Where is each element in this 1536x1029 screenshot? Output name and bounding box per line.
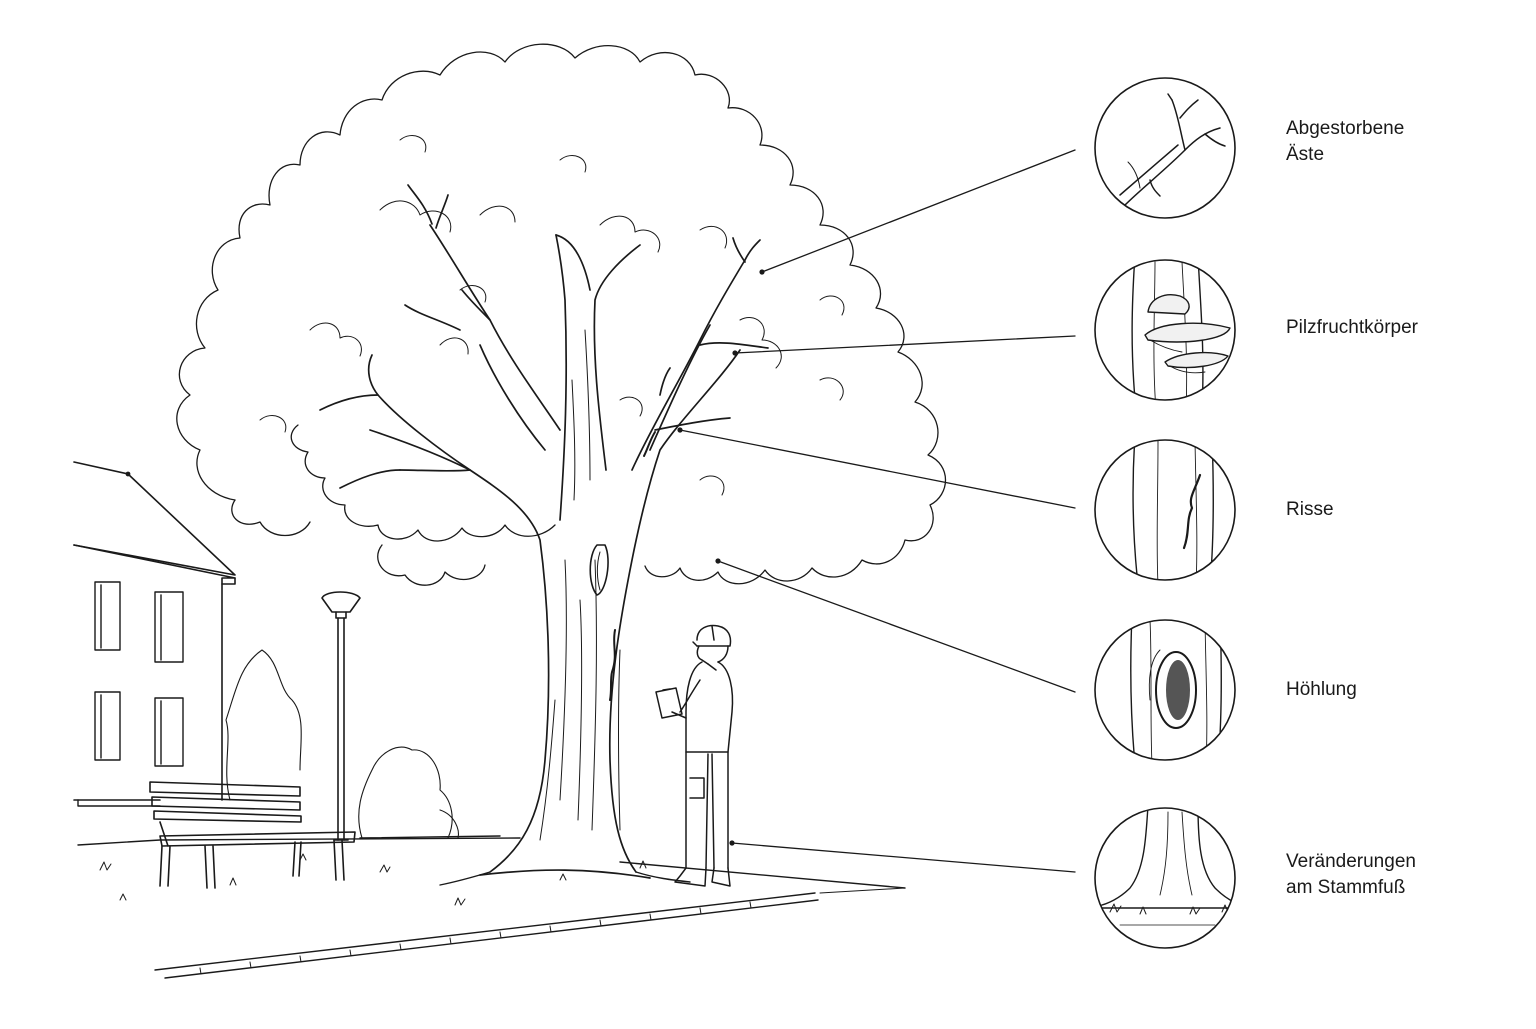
leader-lines [677,149,1076,873]
label-line: am Stammfuß [1286,877,1406,898]
house-windows [94,581,184,767]
street-lamp [321,591,361,841]
curb-ticks [199,901,752,975]
label-cavity: Höhlung [1286,677,1357,703]
detail-circle-dead-branches [1094,77,1236,219]
label-line: Äste [1286,144,1325,165]
canopy-inner-texture [259,135,845,496]
detail-circle-cracks [1094,439,1236,581]
label-line: Veränderungen [1286,851,1416,872]
label-line: Höhlung [1286,679,1357,700]
detail-circle-fungus [1094,259,1236,401]
label-dead-branches: Abgestorbene Äste [1286,116,1404,168]
detail-circle-trunk-base [1094,807,1236,949]
label-trunk-base: Veränderungen am Stammfuß [1286,849,1416,901]
detail-circle-cavity [1094,619,1236,761]
label-line: Pilzfruchtkörper [1286,317,1418,338]
tree-canopy [176,43,946,586]
bark-texture [539,329,621,841]
label-cracks: Risse [1286,497,1334,523]
label-fungus: Pilzfruchtkörper [1286,315,1418,341]
tree-icon [319,184,769,886]
inspector-figure [655,624,734,887]
label-line: Abgestorbene [1286,118,1405,139]
park-bench [149,781,356,889]
grass-tufts [99,853,647,906]
shrubs [225,649,459,839]
ground [77,799,906,979]
house-building [73,461,236,801]
label-line: Risse [1286,499,1334,520]
